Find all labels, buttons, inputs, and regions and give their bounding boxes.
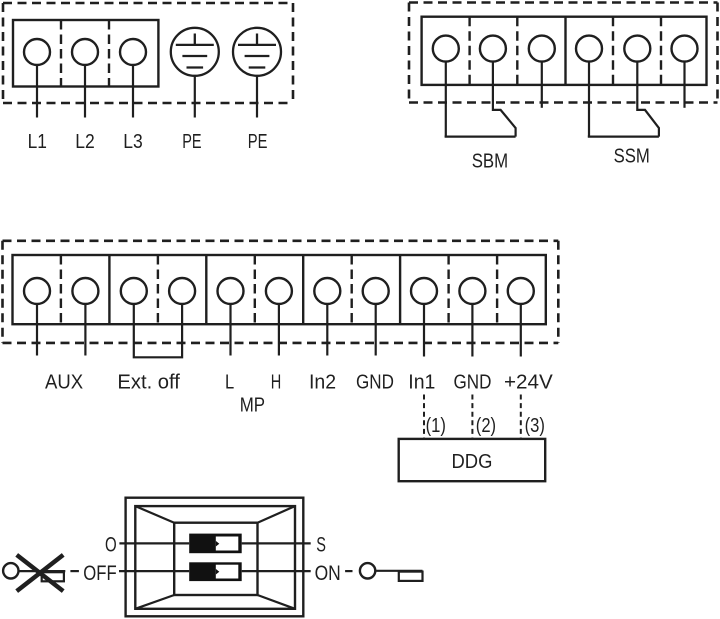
svg-text:ON: ON [315,562,341,585]
svg-text:H: H [271,372,282,394]
svg-text:L2: L2 [75,131,95,153]
svg-text:L3: L3 [123,131,143,153]
svg-text:Ext. off: Ext. off [117,372,180,394]
svg-text:OFF: OFF [83,562,116,585]
svg-text:SSM: SSM [614,146,650,168]
svg-text:AUX: AUX [45,372,83,394]
svg-text:In1: In1 [408,372,435,394]
svg-text:PE: PE [182,131,201,153]
svg-text:PE: PE [248,131,268,153]
svg-text:(3): (3) [525,415,545,437]
svg-text:O: O [105,534,117,557]
svg-text:S: S [316,534,326,557]
svg-text:(2): (2) [476,415,496,437]
svg-text:(1): (1) [426,415,446,437]
svg-text:MP: MP [240,395,265,417]
svg-text:L: L [225,372,234,394]
svg-text:DDG: DDG [452,451,493,473]
svg-text:In2: In2 [309,372,336,394]
svg-text:L1: L1 [28,131,47,153]
svg-text:+24V: +24V [504,372,553,394]
svg-text:SBM: SBM [472,151,508,173]
svg-text:GND: GND [454,372,492,394]
svg-text:GND: GND [356,372,394,394]
